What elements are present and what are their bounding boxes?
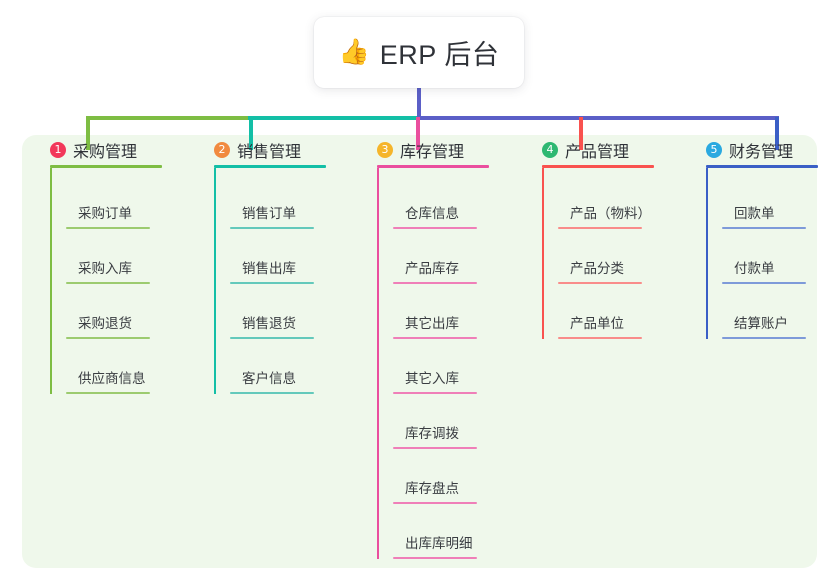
list-item-rule: [393, 337, 477, 339]
column-4: 4 产品管理产品（物料） 产品分类产品单位: [528, 135, 688, 339]
list-item-label: 其它入库: [405, 371, 459, 386]
list-item-label: 产品（物料）: [570, 206, 651, 221]
list-item-label: 付款单: [734, 261, 775, 276]
list-item-label: 结算账户: [734, 316, 788, 331]
list-item-rule: [66, 392, 150, 394]
list-item-label: 回款单: [734, 206, 775, 221]
root-node-title: ERP 后台: [379, 40, 500, 70]
list-item-rule: [393, 227, 477, 229]
list-item[interactable]: 库存盘点: [393, 449, 523, 504]
list-item-rule: [393, 557, 477, 559]
column-title-2: 销售管理: [237, 144, 302, 161]
list-item-label: 库存调拨: [405, 426, 459, 441]
list-item-label: 产品库存: [405, 261, 459, 276]
column-header-3[interactable]: 3 库存管理: [363, 135, 523, 165]
list-item[interactable]: 仓库信息: [393, 174, 523, 229]
list-item-rule: [66, 227, 150, 229]
root-node[interactable]: 👍 ERP 后台: [314, 17, 524, 88]
list-item[interactable]: 采购订单: [66, 174, 196, 229]
column-badge-2: 2: [214, 142, 230, 158]
list-item-rule: [722, 337, 806, 339]
column-2: 2 销售管理销售订单销售出库销售退货客户信息: [200, 135, 360, 394]
list-item-label: 仓库信息: [405, 206, 459, 221]
list-item-label: 出库库明细: [405, 536, 473, 551]
diagram-panel: [22, 135, 817, 568]
list-item[interactable]: 产品（物料）: [558, 174, 688, 229]
branch-spine-5: 回款单付款单结算账户: [706, 168, 839, 339]
list-item[interactable]: 产品单位: [558, 284, 688, 339]
list-item-label: 其它出库: [405, 316, 459, 331]
list-item-rule: [393, 447, 477, 449]
column-3: 3 库存管理仓库信息产品库存其它出库其它入库库存调拨库存盘点出库库明细: [363, 135, 523, 559]
column-rule-1: [50, 165, 162, 168]
list-item-label: 产品单位: [570, 316, 624, 331]
column-header-4[interactable]: 4 产品管理: [528, 135, 688, 165]
list-item-rule: [722, 227, 806, 229]
list-item-rule: [393, 282, 477, 284]
column-rule-2: [214, 165, 326, 168]
list-item[interactable]: 结算账户: [722, 284, 839, 339]
list-item-label: 采购入库: [78, 261, 132, 276]
column-header-2[interactable]: 2 销售管理: [200, 135, 360, 165]
list-item[interactable]: 销售退货: [230, 284, 360, 339]
column-rule-3: [377, 165, 489, 168]
list-item-label: 产品分类: [570, 261, 624, 276]
list-item[interactable]: 其它入库: [393, 339, 523, 394]
column-container: 1 采购管理采购订单采购入库采购退货供应商信息 2 销售管理销售订单销售出库销售退货客…: [0, 135, 839, 568]
column-title-1: 采购管理: [73, 144, 138, 161]
list-item[interactable]: 采购退货: [66, 284, 196, 339]
list-item[interactable]: 销售订单: [230, 174, 360, 229]
list-item-rule: [66, 337, 150, 339]
column-title-5: 财务管理: [729, 144, 794, 161]
column-header-1[interactable]: 1 采购管理: [36, 135, 196, 165]
list-item[interactable]: 回款单: [722, 174, 839, 229]
list-item-label: 客户信息: [242, 371, 296, 386]
list-item-label: 采购退货: [78, 316, 132, 331]
list-item[interactable]: 采购入库: [66, 229, 196, 284]
list-item-rule: [230, 227, 314, 229]
column-badge-1: 1: [50, 142, 66, 158]
list-item-label: 采购订单: [78, 206, 132, 221]
list-item-rule: [230, 392, 314, 394]
list-item-rule: [393, 392, 477, 394]
list-item-label: 供应商信息: [78, 371, 146, 386]
list-item[interactable]: 库存调拨: [393, 394, 523, 449]
thumbs-up-icon: 👍: [338, 38, 370, 66]
branch-spine-2: 销售订单销售出库销售退货客户信息: [214, 168, 360, 394]
column-rule-5: [706, 165, 818, 168]
branch-spine-1: 采购订单采购入库采购退货供应商信息: [50, 168, 196, 394]
column-header-5[interactable]: 5 财务管理: [692, 135, 839, 165]
list-item-label: 库存盘点: [405, 481, 459, 496]
list-item-rule: [558, 337, 642, 339]
list-item[interactable]: 付款单: [722, 229, 839, 284]
list-item[interactable]: 产品库存: [393, 229, 523, 284]
list-item[interactable]: 产品分类: [558, 229, 688, 284]
column-badge-3: 3: [377, 142, 393, 158]
list-item-rule: [393, 502, 477, 504]
column-title-4: 产品管理: [565, 144, 630, 161]
column-badge-5: 5: [706, 142, 722, 158]
column-1: 1 采购管理采购订单采购入库采购退货供应商信息: [36, 135, 196, 394]
list-item-label: 销售订单: [242, 206, 296, 221]
column-rule-4: [542, 165, 654, 168]
list-item-label: 销售退货: [242, 316, 296, 331]
list-item-rule: [722, 282, 806, 284]
column-5: 5 财务管理回款单付款单结算账户: [692, 135, 839, 339]
list-item[interactable]: 客户信息: [230, 339, 360, 394]
list-item-rule: [230, 282, 314, 284]
branch-spine-4: 产品（物料） 产品分类产品单位: [542, 168, 688, 339]
list-item[interactable]: 其它出库: [393, 284, 523, 339]
list-item-label: 销售出库: [242, 261, 296, 276]
list-item-rule: [230, 337, 314, 339]
column-title-3: 库存管理: [400, 144, 465, 161]
list-item-rule: [558, 227, 642, 229]
list-item-rule: [66, 282, 150, 284]
list-item[interactable]: 销售出库: [230, 229, 360, 284]
list-item-rule: [558, 282, 642, 284]
branch-spine-3: 仓库信息产品库存其它出库其它入库库存调拨库存盘点出库库明细: [377, 168, 523, 559]
column-badge-4: 4: [542, 142, 558, 158]
list-item[interactable]: 出库库明细: [393, 504, 523, 559]
list-item[interactable]: 供应商信息: [66, 339, 196, 394]
